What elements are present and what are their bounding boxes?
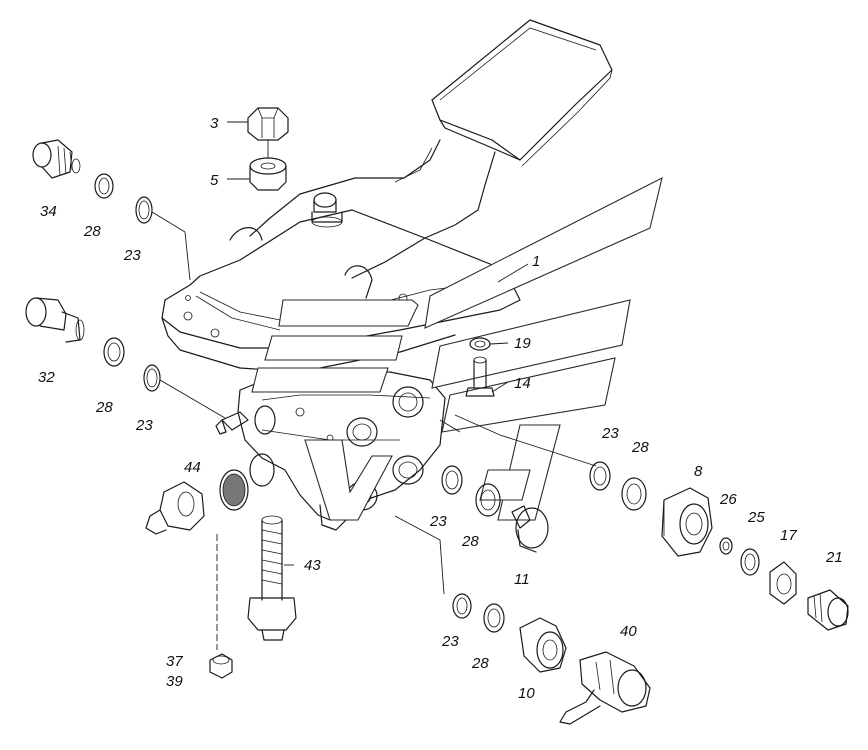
callout-21: 21 bbox=[825, 549, 843, 566]
ring-26 bbox=[719, 537, 733, 555]
callout-23: 23 bbox=[441, 633, 459, 650]
callout-8: 8 bbox=[694, 463, 703, 480]
callout-26: 26 bbox=[719, 491, 737, 508]
callout-44: 44 bbox=[184, 459, 201, 476]
watermark-logo bbox=[251, 176, 663, 521]
bolt-43 bbox=[247, 515, 297, 641]
callout-28: 28 bbox=[95, 399, 113, 416]
callout-28: 28 bbox=[631, 439, 649, 456]
union-nut-8 bbox=[661, 487, 713, 557]
leader-lines bbox=[151, 121, 597, 650]
valve-40 bbox=[559, 651, 651, 725]
plug-11 bbox=[511, 505, 549, 553]
cap-37-39 bbox=[209, 653, 233, 679]
fitting-34 bbox=[32, 139, 81, 179]
callout-39: 39 bbox=[166, 673, 183, 690]
washer-23c bbox=[589, 461, 611, 491]
washer-23a bbox=[135, 196, 153, 224]
callout-23: 23 bbox=[123, 247, 141, 264]
washer-28a bbox=[94, 173, 114, 199]
stop-bolt bbox=[311, 192, 343, 228]
callout-37: 37 bbox=[166, 653, 183, 670]
callout-43: 43 bbox=[304, 557, 321, 574]
washer-23b bbox=[143, 364, 161, 392]
nut-17 bbox=[769, 561, 797, 605]
union-nut-10 bbox=[519, 617, 567, 673]
washer-28e bbox=[483, 603, 505, 633]
nut-3 bbox=[247, 107, 289, 141]
washer-28b bbox=[103, 337, 125, 367]
washer-28d bbox=[475, 483, 501, 517]
callout-40: 40 bbox=[620, 623, 637, 640]
callout-23: 23 bbox=[429, 513, 447, 530]
callout-10: 10 bbox=[518, 685, 535, 702]
callout-14: 14 bbox=[514, 375, 531, 392]
fitting-32 bbox=[25, 297, 85, 343]
pedal-plate bbox=[431, 19, 613, 167]
callout-19: 19 bbox=[514, 335, 531, 352]
callout-23: 23 bbox=[135, 417, 153, 434]
callout-23: 23 bbox=[601, 425, 619, 442]
callout-28: 28 bbox=[461, 533, 479, 550]
breather-left bbox=[145, 481, 205, 535]
washer-23e bbox=[452, 593, 472, 619]
callout-1: 1 bbox=[532, 253, 540, 270]
pedal-arm bbox=[249, 139, 496, 299]
washer-23d bbox=[441, 465, 463, 495]
nut-5 bbox=[249, 157, 287, 191]
callout-labels: 1 3 5 34 28 23 32 28 23 19 14 23 28 8 26… bbox=[38, 115, 843, 702]
callout-17: 17 bbox=[780, 527, 797, 544]
callout-11: 11 bbox=[514, 571, 530, 588]
callout-34: 34 bbox=[40, 203, 57, 220]
callout-5: 5 bbox=[210, 172, 219, 189]
washer-25 bbox=[740, 548, 760, 576]
fitting-21 bbox=[807, 589, 849, 631]
filter-44 bbox=[219, 469, 249, 511]
callout-25: 25 bbox=[747, 509, 765, 526]
bolt-14 bbox=[465, 356, 495, 397]
washer-28c bbox=[621, 477, 647, 511]
callout-28: 28 bbox=[83, 223, 101, 240]
callout-3: 3 bbox=[210, 115, 219, 132]
callout-28: 28 bbox=[471, 655, 489, 672]
callout-32: 32 bbox=[38, 369, 55, 386]
